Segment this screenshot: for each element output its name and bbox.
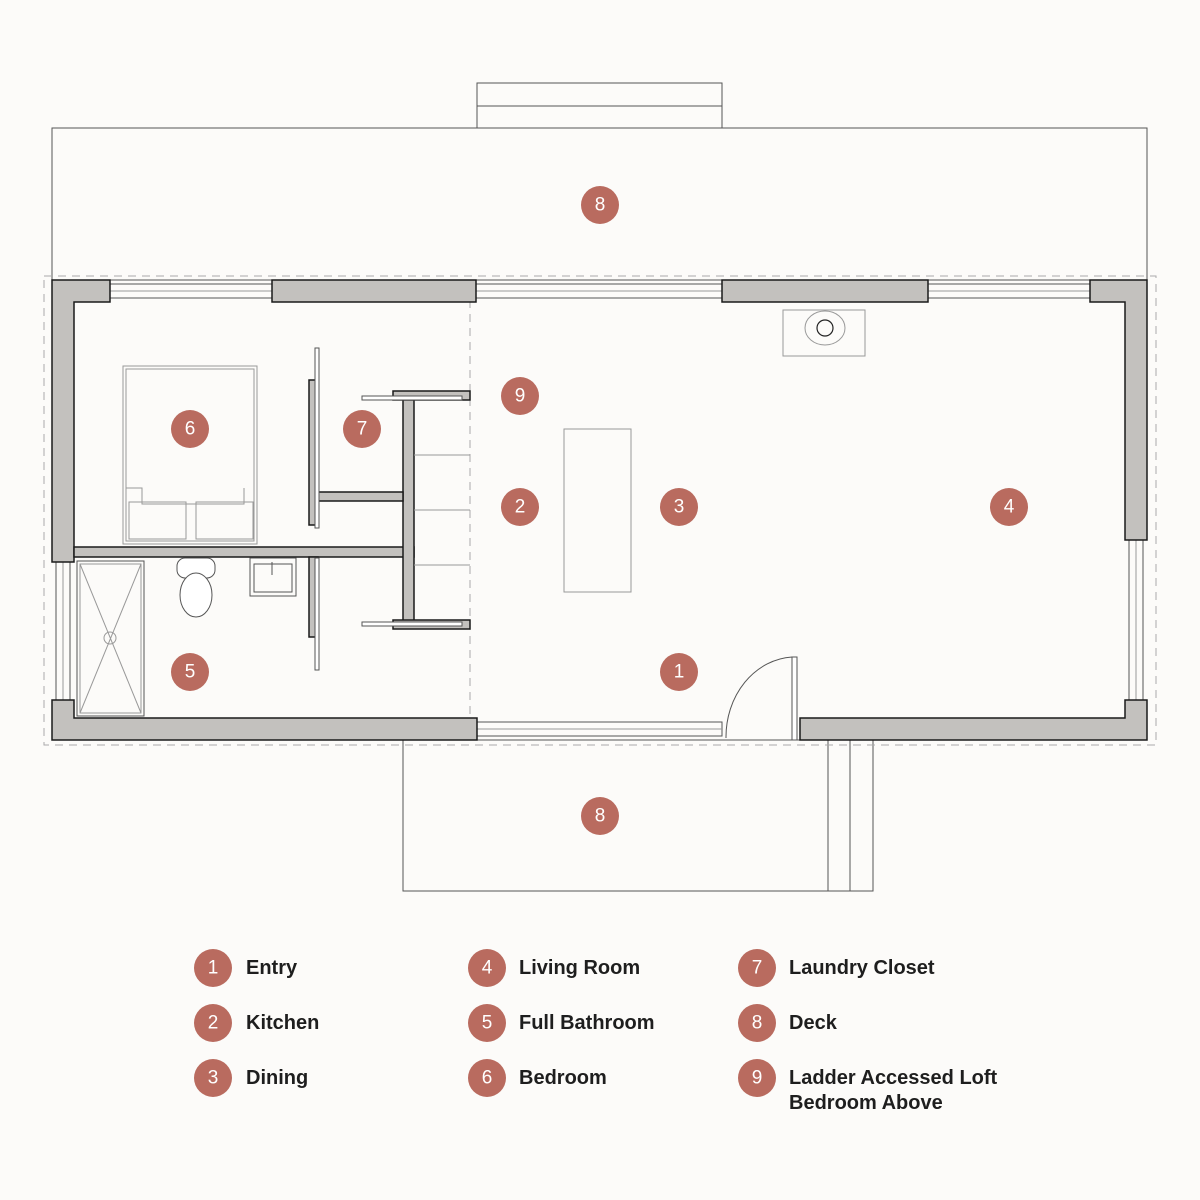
badge-loft: 9: [501, 377, 539, 415]
svg-text:9: 9: [515, 386, 526, 407]
legend-item-full-bathroom: 5 Full Bathroom: [468, 1004, 655, 1042]
bed: [122, 365, 258, 545]
legend-item-laundry-closet: 7 Laundry Closet: [738, 949, 935, 987]
svg-text:5: 5: [482, 1013, 493, 1034]
svg-text:7: 7: [357, 419, 368, 440]
shower: [76, 560, 145, 717]
badge-laundry: 7: [343, 410, 381, 448]
svg-text:Bedroom: Bedroom: [519, 1067, 607, 1089]
svg-text:6: 6: [482, 1068, 493, 1089]
badge-bedroom: 6: [171, 410, 209, 448]
legend-item-kitchen: 2 Kitchen: [194, 1004, 319, 1042]
svg-text:Full Bathroom: Full Bathroom: [519, 1012, 655, 1034]
badge-entry: 1: [660, 653, 698, 691]
svg-text:Living Room: Living Room: [519, 957, 640, 979]
svg-text:7: 7: [752, 958, 763, 979]
svg-text:Bedroom Above: Bedroom Above: [789, 1092, 943, 1114]
legend-item-entry: 1 Entry: [194, 949, 298, 987]
legend-item-living-room: 4 Living Room: [468, 949, 640, 987]
svg-text:3: 3: [674, 497, 685, 518]
svg-text:2: 2: [515, 497, 526, 518]
svg-text:8: 8: [752, 1013, 763, 1034]
svg-text:Deck: Deck: [789, 1012, 838, 1034]
sink: [249, 557, 297, 597]
deck-bottom: [402, 739, 874, 892]
svg-text:2: 2: [208, 1013, 219, 1034]
svg-text:4: 4: [482, 958, 493, 979]
svg-text:Laundry Closet: Laundry Closet: [789, 957, 935, 979]
badge-living: 4: [990, 488, 1028, 526]
ladder: [414, 454, 470, 566]
svg-text:3: 3: [208, 1068, 219, 1089]
legend: 1 Entry 2 Kitchen 3 Dining 4 Living Room 5 Fu…: [194, 949, 998, 1114]
svg-text:Ladder Accessed Loft: Ladder Accessed Loft: [789, 1067, 998, 1089]
svg-text:Entry: Entry: [246, 957, 298, 979]
interior-walls: [73, 347, 471, 671]
badge-deck-bottom: 8: [581, 797, 619, 835]
svg-text:8: 8: [595, 806, 606, 827]
kitchen-island: [563, 428, 632, 593]
svg-text:6: 6: [185, 419, 196, 440]
wood-stove: [782, 309, 866, 357]
svg-text:Dining: Dining: [246, 1067, 308, 1089]
svg-text:9: 9: [752, 1068, 763, 1089]
badge-kitchen: 2: [501, 488, 539, 526]
svg-text:1: 1: [674, 662, 685, 683]
entry-door[interactable]: [725, 656, 798, 741]
legend-item-deck: 8 Deck: [738, 1004, 838, 1042]
roof-outline: [43, 275, 1157, 746]
deck-top: [51, 82, 1148, 281]
badge-dining: 3: [660, 488, 698, 526]
svg-text:Kitchen: Kitchen: [246, 1012, 319, 1034]
svg-text:8: 8: [595, 195, 606, 216]
badge-bathroom: 5: [171, 653, 209, 691]
svg-text:5: 5: [185, 662, 196, 683]
legend-item-bedroom: 6 Bedroom: [468, 1059, 607, 1097]
svg-text:4: 4: [1004, 497, 1015, 518]
toilet: [176, 557, 216, 618]
svg-text:1: 1: [208, 958, 219, 979]
exterior-walls: [51, 279, 1148, 741]
badge-deck-top: 8: [581, 186, 619, 224]
legend-item-dining: 3 Dining: [194, 1059, 308, 1097]
